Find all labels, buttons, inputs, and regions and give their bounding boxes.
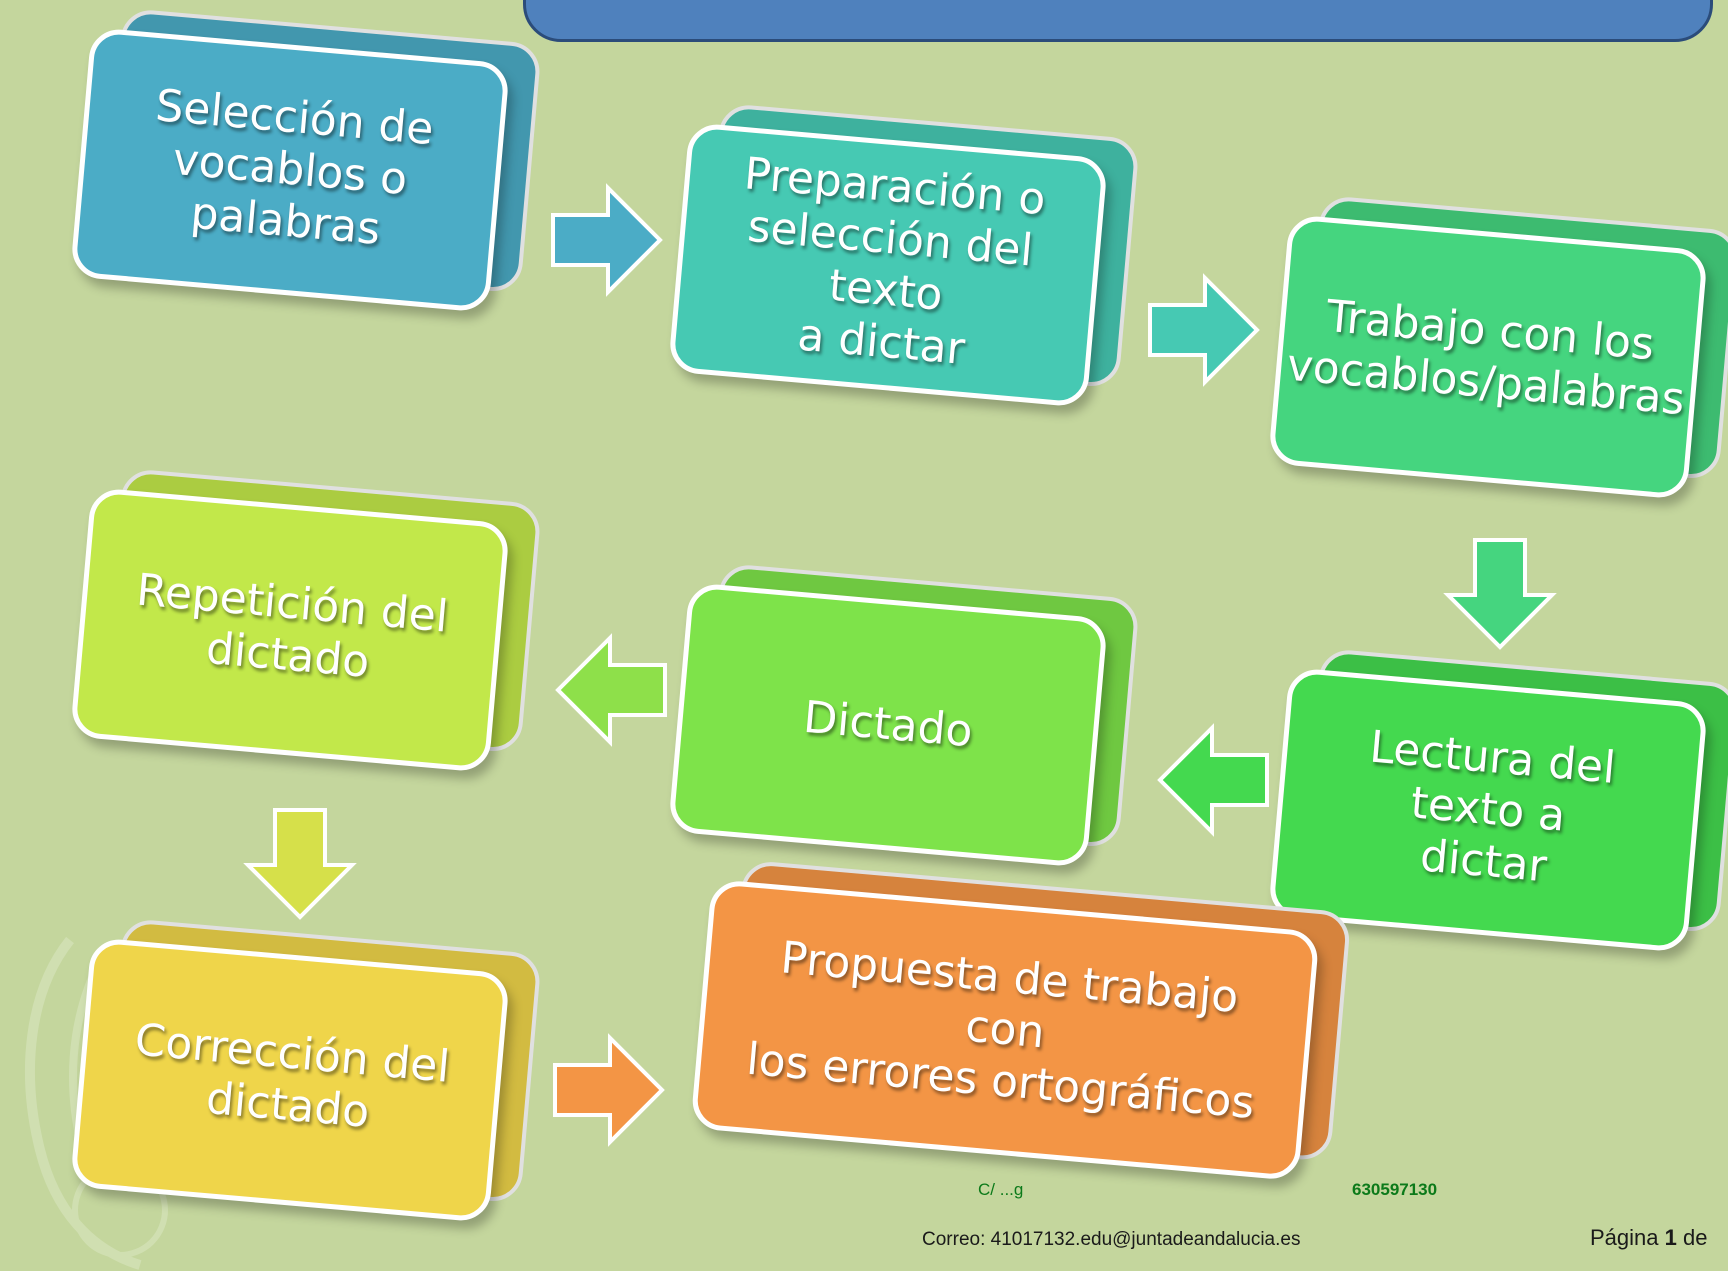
step-repeticion-label: Repetición del dictado	[134, 564, 451, 688]
page-number: Página 1 de	[1590, 1225, 1708, 1251]
arrow-repeticion-to-correccion	[240, 805, 360, 925]
step-propuesta-face: Propuesta de trabajo con los errores ort…	[690, 878, 1320, 1182]
step-trabajo: Trabajo con los vocablos/palabras	[1267, 194, 1728, 500]
arrow-lectura-to-dictado	[1152, 720, 1272, 840]
step-preparacion: Preparación o selección del texto a dict…	[667, 102, 1140, 408]
page-suffix: de	[1683, 1225, 1708, 1250]
step-seleccion: Selección de vocablos o palabras	[69, 7, 542, 313]
step-dictado-label: Dictado	[801, 691, 975, 758]
arrow-left-icon	[555, 633, 667, 747]
step-seleccion-face: Selección de vocablos o palabras	[69, 27, 511, 313]
footer-phone-fragment: 630597130	[1352, 1180, 1438, 1199]
step-lectura-face: Lectura del texto a dictar	[1267, 667, 1709, 953]
step-preparacion-label: Preparación o selección del texto a dict…	[742, 148, 1048, 375]
arrow-left-icon	[1157, 723, 1269, 837]
arrow-right-icon	[551, 183, 663, 297]
title-banner	[523, 0, 1713, 42]
arrow-dictado-to-repeticion	[550, 630, 670, 750]
page-prefix: Página	[1590, 1225, 1659, 1250]
step-trabajo-label: Trabajo con los vocablos/palabras	[1284, 290, 1687, 426]
step-seleccion-label: Selección de vocablos o palabras	[153, 80, 436, 255]
arrow-right-icon	[1148, 273, 1260, 387]
arrow-correccion-to-propuesta	[550, 1030, 670, 1150]
step-correccion: Corrección del dictado	[69, 917, 542, 1223]
arrow-preparacion-to-trabajo	[1145, 270, 1265, 390]
arrow-trabajo-to-lectura	[1440, 535, 1560, 655]
step-preparacion-face: Preparación o selección del texto a dict…	[667, 122, 1109, 408]
footer-email: Correo: 41017132.edu@juntadeandalucia.es	[922, 1229, 1301, 1250]
step-correccion-face: Corrección del dictado	[69, 937, 511, 1223]
arrow-seleccion-to-preparacion	[548, 180, 668, 300]
step-lectura-label: Lectura del texto a dictar	[1367, 721, 1618, 893]
step-propuesta: Propuesta de trabajo con los errores ort…	[690, 859, 1352, 1182]
step-repeticion-face: Repetición del dictado	[69, 487, 511, 773]
step-correccion-label: Corrección del dictado	[132, 1014, 452, 1138]
arrow-down-icon	[1443, 538, 1557, 650]
step-dictado-face: Dictado	[667, 582, 1109, 868]
step-lectura: Lectura del texto a dictar	[1267, 647, 1728, 953]
arrow-down-icon	[243, 808, 357, 920]
arrow-right-icon	[553, 1033, 665, 1147]
footer-address-fragment: C/ ...g	[978, 1180, 1024, 1199]
page-current: 1	[1664, 1225, 1677, 1250]
step-dictado: Dictado	[667, 562, 1140, 868]
step-propuesta-label: Propuesta de trabajo con los errores ort…	[744, 932, 1257, 1129]
step-repeticion: Repetición del dictado	[69, 467, 542, 773]
step-trabajo-face: Trabajo con los vocablos/palabras	[1267, 214, 1709, 500]
